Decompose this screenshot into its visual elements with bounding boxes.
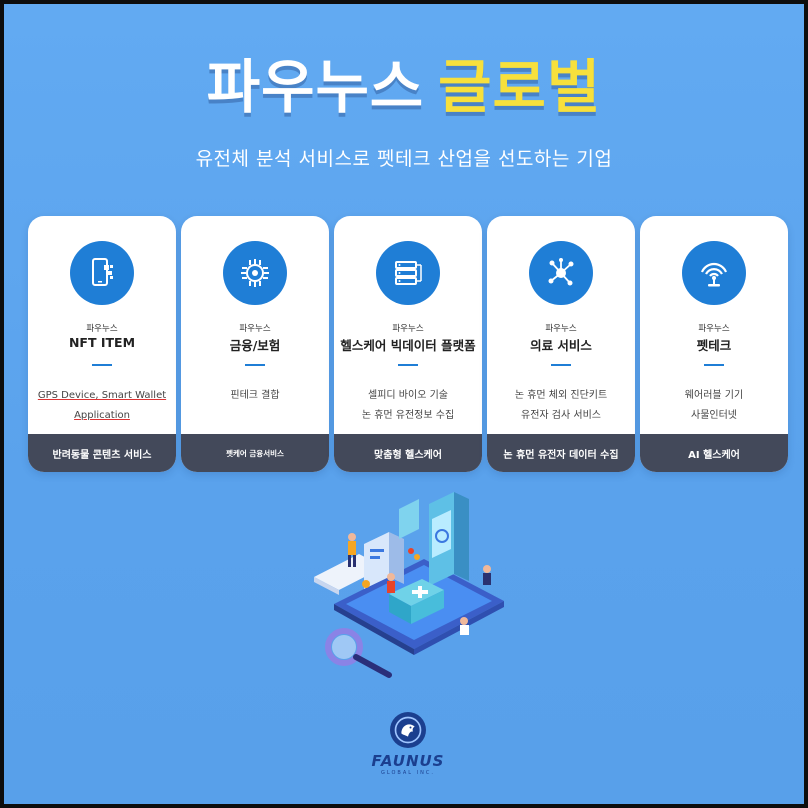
card-title: 펫테크 bbox=[696, 338, 732, 353]
card-pettech: 파우누스 펫테크 웨어러블 기기 사물인터넷 AI 헬스케어 bbox=[640, 216, 788, 472]
chip-icon bbox=[241, 259, 269, 287]
card-title: 금융/보험 bbox=[229, 338, 281, 353]
card-footer: 맞춤형 헬스케어 bbox=[334, 434, 482, 472]
server-icon bbox=[395, 261, 422, 285]
wifi-signal-icon bbox=[700, 262, 728, 287]
card-brand: 파우누스 bbox=[545, 324, 577, 334]
logo-wordmark: FAUNUS bbox=[371, 752, 445, 770]
title-underline bbox=[398, 364, 418, 366]
desc-line-1: 논 휴먼 체외 진단키트 bbox=[514, 390, 608, 401]
card-footer: AI 헬스케어 bbox=[640, 434, 788, 472]
card-brand: 파우누스 bbox=[392, 324, 424, 334]
desc-line-1: 웨어러블 기기 bbox=[684, 390, 744, 401]
card-title: NFT ITEM bbox=[68, 335, 136, 350]
card-icon-circle bbox=[223, 241, 287, 305]
card-medical-service: 파우누스 의료 서비스 논 휴먼 체외 진단키트 유전자 검사 서비스 논 휴먼… bbox=[487, 216, 635, 472]
card-description: GPS Device, Smart Wallet Application bbox=[34, 386, 170, 426]
card-description: 웨어러블 기기 사물인터넷 bbox=[646, 386, 782, 426]
card-brand: 파우누스 bbox=[239, 324, 271, 334]
faunus-logo: FAUNUS GLOBAL INC. bbox=[352, 712, 464, 792]
title-underline bbox=[245, 364, 265, 366]
card-brand: 파우누스 bbox=[698, 324, 730, 334]
headline-white: 파우누스 bbox=[206, 53, 425, 121]
title-underline bbox=[551, 364, 571, 366]
card-brand: 파우누스 bbox=[86, 324, 118, 334]
card-icon-circle bbox=[376, 241, 440, 305]
card-footer: 펫케어 금융서비스 bbox=[181, 434, 329, 472]
desc-line-1: 셀피디 바이오 기술 bbox=[368, 390, 448, 401]
network-icon bbox=[548, 258, 574, 286]
card-finance-insurance: 파우누스 금융/보험 핀테크 결합 펫케어 금융서비스 bbox=[181, 216, 329, 472]
card-icon-circle bbox=[70, 241, 134, 305]
headline-yellow: 글로벌 bbox=[438, 53, 602, 121]
card-title: 헬스케어 빅데이터 플랫폼 bbox=[340, 338, 476, 353]
desc-line-2: 논 휴먼 유전정보 수집 bbox=[361, 410, 455, 421]
desc-line-1: 핀테크 결합 bbox=[230, 390, 280, 401]
title-underline bbox=[704, 364, 724, 366]
card-nft-item: 파우누스 NFT ITEM GPS Device, Smart Wallet A… bbox=[28, 216, 176, 472]
card-icon-circle bbox=[529, 241, 593, 305]
card-footer: 반려동물 콘텐츠 서비스 bbox=[28, 434, 176, 472]
card-description: 핀테크 결합 bbox=[187, 386, 323, 406]
logo-subtext: GLOBAL INC. bbox=[381, 770, 435, 776]
card-description: 논 휴먼 체외 진단키트 유전자 검사 서비스 bbox=[493, 386, 629, 426]
desc-line-2: 유전자 검사 서비스 bbox=[521, 410, 601, 421]
service-cards: 파우누스 NFT ITEM GPS Device, Smart Wallet A… bbox=[28, 216, 788, 474]
desc-line-2: Application bbox=[74, 410, 130, 421]
card-title: 의료 서비스 bbox=[530, 338, 592, 353]
isometric-tech-illustration bbox=[314, 492, 504, 678]
desc-line-1: GPS Device, Smart Wallet bbox=[37, 390, 167, 401]
card-description: 셀피디 바이오 기술 논 휴먼 유전정보 수집 bbox=[340, 386, 476, 426]
card-footer: 논 휴먼 유전자 데이터 수집 bbox=[487, 434, 635, 472]
card-healthcare-bigdata: 파우누스 헬스케어 빅데이터 플랫폼 셀피디 바이오 기술 논 휴먼 유전정보 … bbox=[334, 216, 482, 472]
card-icon-circle bbox=[682, 241, 746, 305]
dog-emblem-icon bbox=[390, 712, 426, 748]
subtitle: 유전체 분석 서비스로 펫테크 산업을 선도하는 기업 bbox=[195, 148, 613, 170]
desc-line-2: 사물인터넷 bbox=[691, 410, 737, 421]
phone-qr-icon bbox=[92, 258, 113, 286]
title-underline bbox=[92, 364, 112, 366]
